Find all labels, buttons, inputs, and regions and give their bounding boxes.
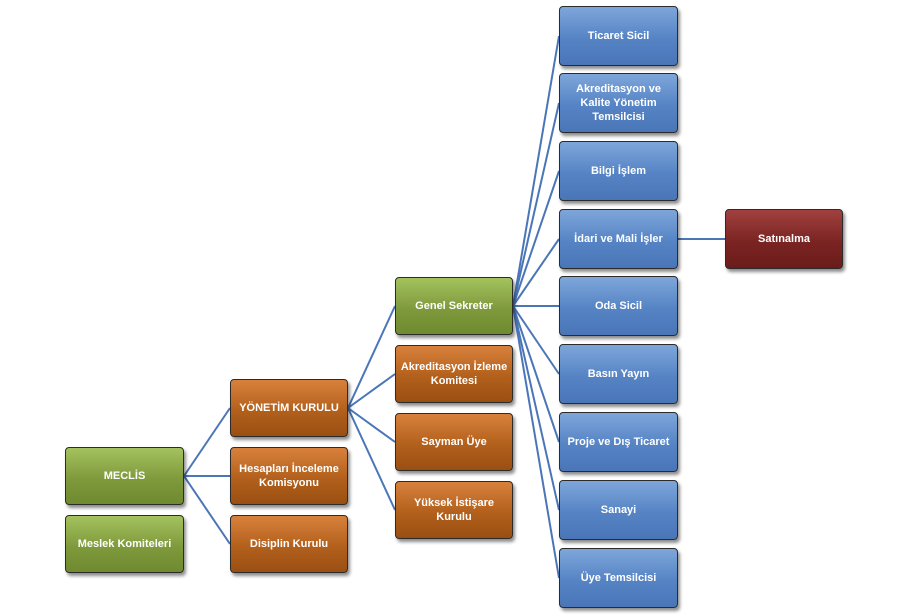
node-label: Akreditasyon İzleme Komitesi [400,361,508,387]
node-label: Satınalma [758,233,810,245]
node-hesaplari-inceleme-komisyonu: Hesapları İnceleme Komisyonu [230,447,348,505]
node-oda-sicil: Oda Sicil [559,276,678,336]
node-label: Bilgi İşlem [590,165,647,177]
node-proje-dis-ticaret: Proje ve Dış Ticaret [559,412,678,472]
node-genel-sekreter: Genel Sekreter [395,277,513,335]
node-label: YÖNETİM KURULU [239,402,339,414]
node-ticaret-sicil: Ticaret Sicil [559,6,678,66]
node-label: Akreditasyon ve Kalite Yönetim Temsilcis… [576,83,661,123]
node-basin-yayin: Basın Yayın [559,344,678,404]
node-label: Yüksek İstişare Kurulu [413,497,495,523]
node-label: Disiplin Kurulu [249,538,329,550]
node-label: Meslek Komiteleri [77,538,172,550]
node-label: Proje ve Dış Ticaret [567,436,670,448]
node-yuksek-istisare-kurulu: Yüksek İstişare Kurulu [395,481,513,539]
node-label: Ticaret Sicil [587,30,650,42]
node-akreditasyon-kalite-yonetim-temsilcisi: Akreditasyon ve Kalite Yönetim Temsilcis… [559,73,678,133]
node-meclis: MECLİS [65,447,184,505]
node-label: Oda Sicil [594,300,643,312]
node-label: Basın Yayın [587,368,650,380]
node-sanayi: Sanayi [559,480,678,540]
node-akreditasyon-izleme-komitesi: Akreditasyon İzleme Komitesi [395,345,513,403]
node-sayman-uye: Sayman Üye [395,413,513,471]
node-label: MECLİS [103,470,146,482]
node-label: Sanayi [600,504,637,516]
node-label: İdari ve Mali İşler [574,233,663,245]
node-satinalma: Satınalma [725,209,843,269]
node-label: Hesapları İnceleme Komisyonu [239,463,339,489]
node-label: Genel Sekreter [415,300,493,312]
node-label: Sayman Üye [421,436,487,448]
node-meslek-komiteleri: Meslek Komiteleri [65,515,184,573]
node-yonetim-kurulu: YÖNETİM KURULU [230,379,348,437]
node-bilgi-islem: Bilgi İşlem [559,141,678,201]
node-uye-temsilcisi: Üye Temsilcisi [559,548,678,608]
node-disiplin-kurulu: Disiplin Kurulu [230,515,348,573]
node-label: Üye Temsilcisi [580,572,657,584]
node-idari-mali-isler: İdari ve Mali İşler [559,209,678,269]
